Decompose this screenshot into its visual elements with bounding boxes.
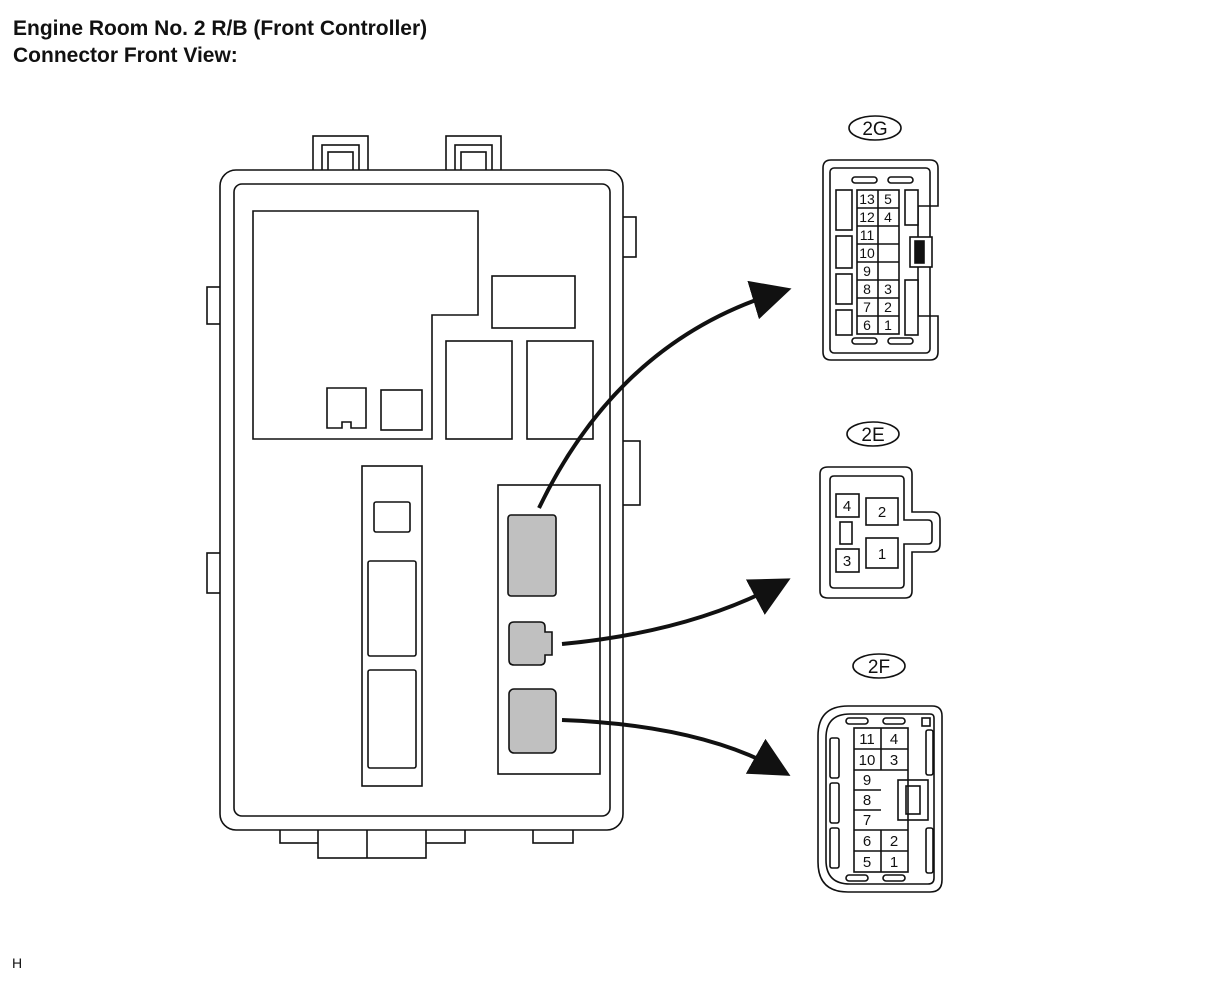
fuse-column-slot-lower xyxy=(367,669,417,769)
small-relay-socket xyxy=(326,387,367,429)
rib-2F-3 xyxy=(829,827,840,869)
relay-slot-right xyxy=(526,340,594,440)
socket-2G xyxy=(507,514,557,597)
key-2F-inner xyxy=(905,785,921,815)
pin-2F-3: 3 xyxy=(890,752,898,769)
latch-2F-top-left xyxy=(845,717,869,725)
rib-2F-1 xyxy=(829,737,840,779)
pin-2F-6: 6 xyxy=(863,833,871,850)
connector-2F-outer xyxy=(817,705,943,893)
latch-2G-bottom-left xyxy=(851,337,878,345)
pin-2G-13: 13 xyxy=(859,191,875,207)
fuse-slot-upper xyxy=(491,275,576,329)
pin-2E-4: 4 xyxy=(843,498,851,515)
rib-2G-right-upper xyxy=(904,189,919,226)
latch-2F-bottom-right xyxy=(882,874,906,882)
rib-2G-4 xyxy=(835,309,853,336)
pin-2G-6: 6 xyxy=(863,317,871,333)
side-tab-right-lower xyxy=(621,440,641,506)
latch-2F-top-right xyxy=(882,717,906,725)
key-2E xyxy=(839,521,853,545)
rib-2G-right-lower xyxy=(904,279,919,336)
connector-2E: 2E 4 2 3 1 xyxy=(819,421,941,599)
relay-slot-left xyxy=(445,340,513,440)
label-oval-2G xyxy=(848,115,902,141)
corner-mark-2F xyxy=(921,717,931,727)
side-tab-right-upper xyxy=(621,216,637,258)
label-oval-2F xyxy=(852,653,906,679)
fuse-column-slot-upper xyxy=(367,560,417,657)
connector-2E-outer xyxy=(819,466,941,599)
pin-2G-1: 1 xyxy=(884,317,892,333)
key-2G-mark xyxy=(914,240,925,264)
latch-2G-bottom-right xyxy=(887,337,914,345)
relay-block xyxy=(206,135,641,859)
pin-2F-9: 9 xyxy=(863,772,871,789)
fuse-column-small-slot xyxy=(373,501,411,533)
diagram-title: Engine Room No. 2 R/B (Front Controller) xyxy=(13,17,428,40)
pin-2G-11: 11 xyxy=(860,227,875,243)
rib-2F-right-lower xyxy=(925,827,934,874)
pin-2G-10: 10 xyxy=(859,245,875,261)
figure-code: H xyxy=(12,955,23,971)
pin-2F-8: 8 xyxy=(863,792,871,809)
pin-2E-2: 2 xyxy=(878,504,886,521)
socket-2E xyxy=(508,621,553,666)
rib-2G-3 xyxy=(835,273,853,305)
connector-2G: 2G 13 xyxy=(822,115,939,361)
pin-2F-4: 4 xyxy=(890,731,898,748)
pin-box-2E-3 xyxy=(835,548,860,573)
pin-2G-3: 3 xyxy=(884,281,892,297)
arrow-to-2F xyxy=(561,718,791,776)
rib-2G-1 xyxy=(835,189,853,231)
pin-2G-2: 2 xyxy=(884,299,892,315)
pin-2F-2: 2 xyxy=(890,833,898,850)
diagram-subtitle: Connector Front View: xyxy=(13,44,238,67)
arrow-to-2E xyxy=(561,578,791,646)
pin-box-2E-2 xyxy=(865,497,899,526)
label-2F: 2F xyxy=(868,657,890,678)
pin-2F-7: 7 xyxy=(863,812,871,829)
small-fuse-slot xyxy=(380,389,423,431)
pin-2F-10: 10 xyxy=(859,752,876,769)
pin-2F-5: 5 xyxy=(863,854,871,871)
rib-2F-right-upper xyxy=(925,729,934,776)
latch-2F-bottom-left xyxy=(845,874,869,882)
label-2G: 2G xyxy=(862,119,887,140)
label-oval-2E xyxy=(846,421,900,447)
pin-box-2E-4 xyxy=(835,493,860,518)
rib-2F-2 xyxy=(829,782,840,824)
pin-2G-4: 4 xyxy=(884,209,892,225)
socket-2F xyxy=(508,688,557,754)
pin-2E-1: 1 xyxy=(878,546,886,563)
pin-2G-12: 12 xyxy=(859,209,875,225)
pin-2G-7: 7 xyxy=(863,299,871,315)
pin-2F-11: 11 xyxy=(859,731,875,748)
relay-area-large xyxy=(252,210,479,440)
pin-2F-1: 1 xyxy=(890,854,898,871)
label-2E: 2E xyxy=(861,425,884,446)
latch-2G-top-right xyxy=(887,176,914,184)
arrow-to-2G xyxy=(537,280,792,509)
pin-2G-5: 5 xyxy=(884,191,892,207)
latch-2G-top-left xyxy=(851,176,878,184)
pin-2E-3: 3 xyxy=(843,553,851,570)
connector-2E-inner xyxy=(829,475,933,589)
pin-2G-9: 9 xyxy=(863,263,871,279)
connector-2F-inner xyxy=(825,713,935,885)
pin-2G-8: 8 xyxy=(863,281,871,297)
pin-box-2E-1 xyxy=(865,537,899,569)
connector-2F: 2F 11 xyxy=(817,653,943,893)
rib-2G-2 xyxy=(835,235,853,269)
